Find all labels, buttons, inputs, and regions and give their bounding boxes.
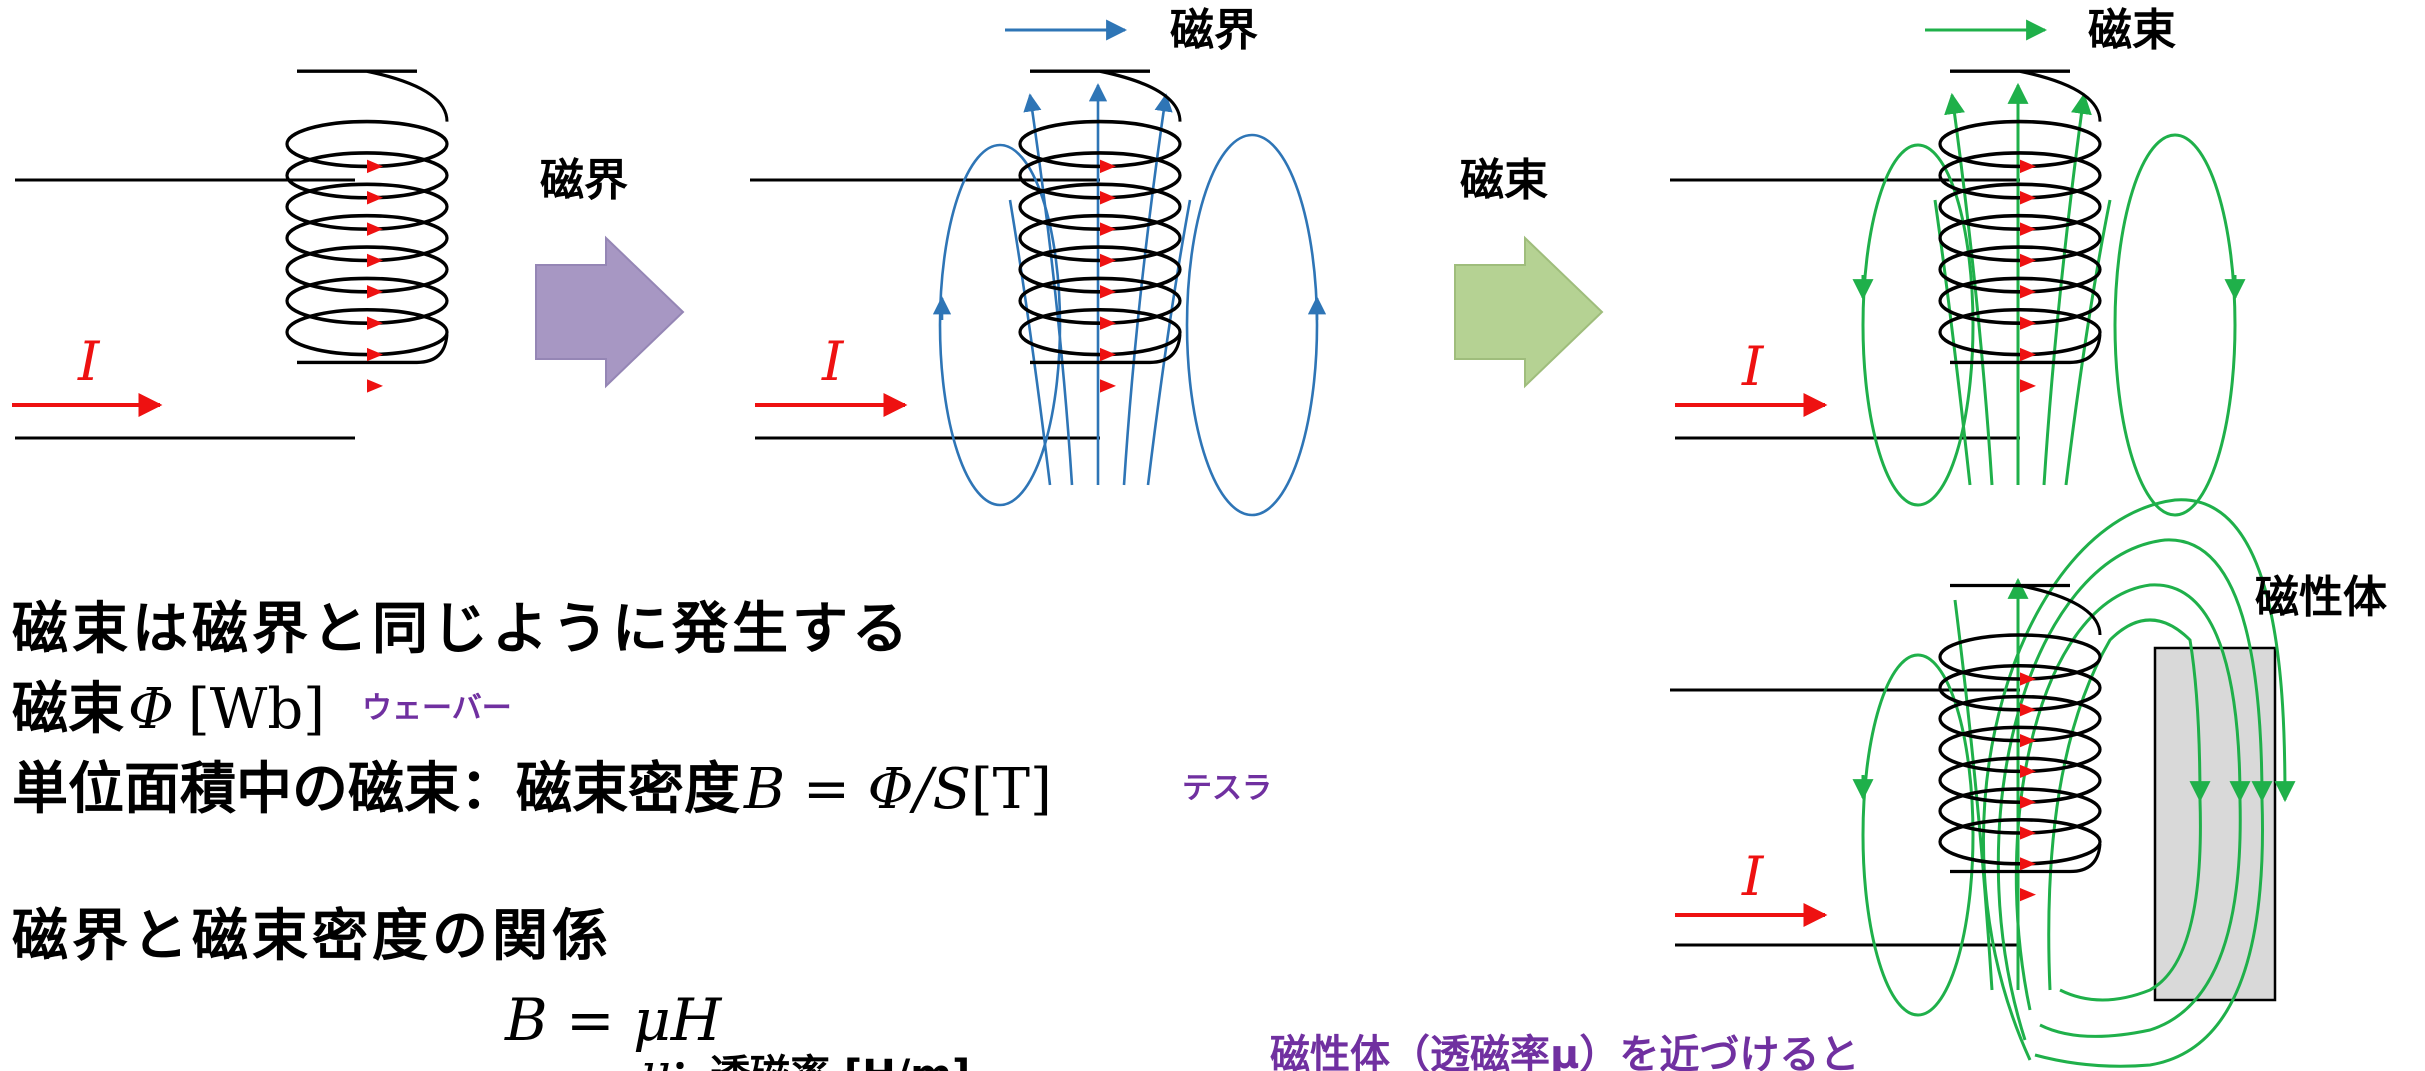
transition-arrow-flux: 磁束 xyxy=(1454,155,1604,389)
svg-text:μ: μ xyxy=(640,1044,671,1071)
diagram-magnetic-field: I 磁界 xyxy=(750,5,1327,517)
explanation-text: 磁束は磁界と同じように発生する 磁束Φ[Wb] ウェーバー 単位面積中の磁束：磁… xyxy=(12,597,1859,1071)
svg-text:：透磁率 [H/m]: ：透磁率 [H/m] xyxy=(670,1052,970,1071)
arrow-field-label: 磁界 xyxy=(540,155,628,206)
statement-flux-like-field: 磁束は磁界と同じように発生する xyxy=(12,597,912,662)
flux-unit-line: 磁束Φ[Wb] xyxy=(12,677,325,742)
current-label: I xyxy=(1741,335,1765,398)
tesla-reading: テスラ xyxy=(1182,771,1272,806)
legend-label-field: 磁界 xyxy=(1170,5,1258,56)
arrow-flux-label: 磁束 xyxy=(1460,155,1548,206)
current-label: I xyxy=(821,330,845,393)
coil xyxy=(285,69,449,395)
legend-label-flux: 磁束 xyxy=(2088,5,2176,56)
weber-reading: ウェーバー xyxy=(362,691,512,726)
magnetic-material-block xyxy=(2153,646,2277,1002)
block-arrow-purple xyxy=(535,235,685,389)
diagram-magnetic-material: I 磁性体 xyxy=(1670,498,2387,1068)
current-label: I xyxy=(77,330,101,393)
block-arrow-green xyxy=(1454,235,1604,389)
transition-arrow-field: 磁界 xyxy=(535,155,685,389)
diagram-coil-current: I xyxy=(12,69,449,440)
flux-lines xyxy=(1852,82,2246,517)
material-approach-note: 磁性体（透磁率μ）を近づけると xyxy=(1270,1032,1859,1071)
flux-lines-concentrated xyxy=(1852,498,2296,1068)
relation-heading: 磁界と磁束密度の関係 xyxy=(12,904,612,969)
mu-definition: μ ：透磁率 [H/m] xyxy=(640,1044,970,1071)
material-label: 磁性体 xyxy=(2255,572,2387,623)
diagram-magnetic-flux: I 磁束 xyxy=(1670,5,2246,517)
coil xyxy=(1018,69,1182,395)
flux-density-line: 単位面積中の磁束：磁束密度B = Φ/S[T] xyxy=(12,757,1052,822)
field-lines xyxy=(932,83,1327,517)
current-label: I xyxy=(1741,845,1765,908)
relation-formula: B = μH xyxy=(504,986,723,1054)
